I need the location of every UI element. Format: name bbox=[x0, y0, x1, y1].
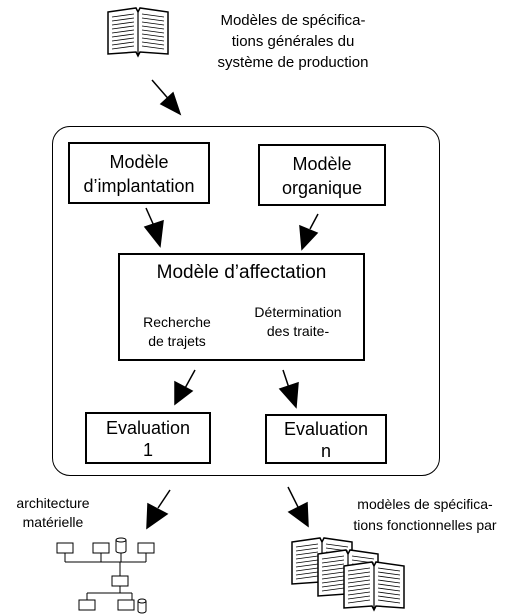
box-evaluation-1: Evaluation 1 bbox=[85, 412, 211, 464]
implantation-line2: d’implantation bbox=[83, 176, 195, 196]
box-organique: Modèle organique bbox=[258, 144, 386, 206]
arrow-frame-to-specifications bbox=[287, 486, 309, 528]
evaln-line2: n bbox=[320, 441, 331, 461]
specifications-line1: modèles de spécifica- bbox=[357, 496, 493, 512]
specifications-line2: tions fonctionnelles par bbox=[353, 517, 497, 533]
box-evaluation-n: Evaluation n bbox=[265, 414, 387, 464]
eval1-line1: Evaluation bbox=[105, 418, 191, 438]
top-label-line2: tions générales du bbox=[231, 33, 355, 50]
top-label: Modèles de spécifica- tions générales du… bbox=[188, 10, 398, 73]
arrow-organique-to-affectation bbox=[299, 213, 319, 251]
arrow-implantation-to-affectation bbox=[143, 207, 164, 248]
architecture-line1: architecture bbox=[16, 495, 90, 511]
books-stack-icon bbox=[291, 537, 405, 611]
affectation-right-line1: Détermination bbox=[254, 304, 342, 320]
architecture-line2: matérielle bbox=[22, 514, 84, 530]
affectation-title: Modèle d’affectation bbox=[156, 262, 327, 283]
organique-line1: Modèle bbox=[292, 154, 352, 174]
implantation-line1: Modèle bbox=[109, 152, 169, 172]
top-label-line1: Modèles de spécifica- bbox=[220, 12, 366, 29]
evaln-line1: Evaluation bbox=[283, 419, 369, 439]
affectation-right-line2: des traite- bbox=[266, 323, 330, 339]
affectation-left-line1: Recherche bbox=[143, 314, 211, 330]
network-icon bbox=[56, 537, 155, 614]
arrow-affectation-to-evaln bbox=[278, 369, 299, 409]
box-implantation: Modèle d’implantation bbox=[68, 142, 210, 204]
architecture-label: architecture matérielle bbox=[0, 494, 106, 532]
system-frame bbox=[52, 126, 440, 476]
arrow-affectation-to-eval1 bbox=[174, 369, 196, 406]
book-icon-top bbox=[107, 7, 169, 57]
arrow-top-to-frame bbox=[151, 79, 182, 116]
arrow-frame-to-architecture bbox=[146, 489, 171, 530]
top-label-line3: système de production bbox=[217, 54, 369, 71]
eval1-line2: 1 bbox=[142, 440, 153, 460]
box-affectation: Modèle d’affectation Recherche de trajet… bbox=[118, 253, 365, 361]
affectation-left-line2: de trajets bbox=[148, 333, 206, 349]
organique-line2: organique bbox=[281, 178, 363, 198]
specifications-label: modèles de spécifica- tions fonctionnell… bbox=[326, 494, 524, 536]
